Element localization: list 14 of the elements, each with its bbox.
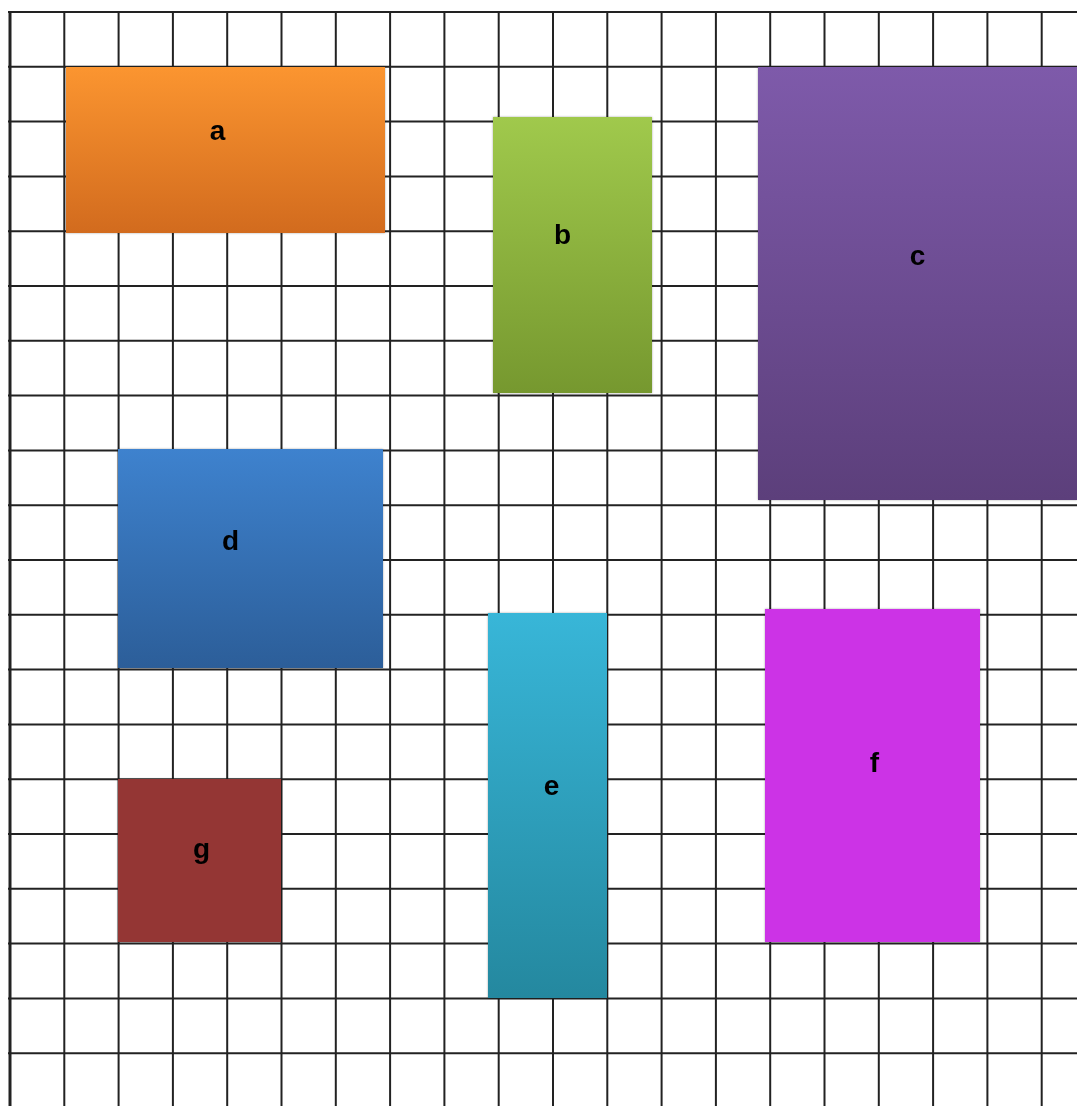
box-label: f — [868, 747, 881, 779]
colored-rectangle — [488, 613, 607, 998]
colored-rectangle — [66, 67, 385, 233]
box-label: c — [908, 240, 927, 272]
colored-rectangle — [118, 779, 281, 942]
colored-rectangle — [758, 67, 1077, 500]
box-label: d — [220, 525, 241, 557]
box-label: g — [191, 833, 212, 865]
colored-rectangle — [118, 449, 383, 668]
box-label: a — [208, 115, 227, 147]
box-label: e — [542, 770, 561, 802]
colored-rectangle — [765, 609, 980, 942]
box-label: b — [552, 219, 573, 251]
colored-rectangle — [493, 117, 652, 393]
